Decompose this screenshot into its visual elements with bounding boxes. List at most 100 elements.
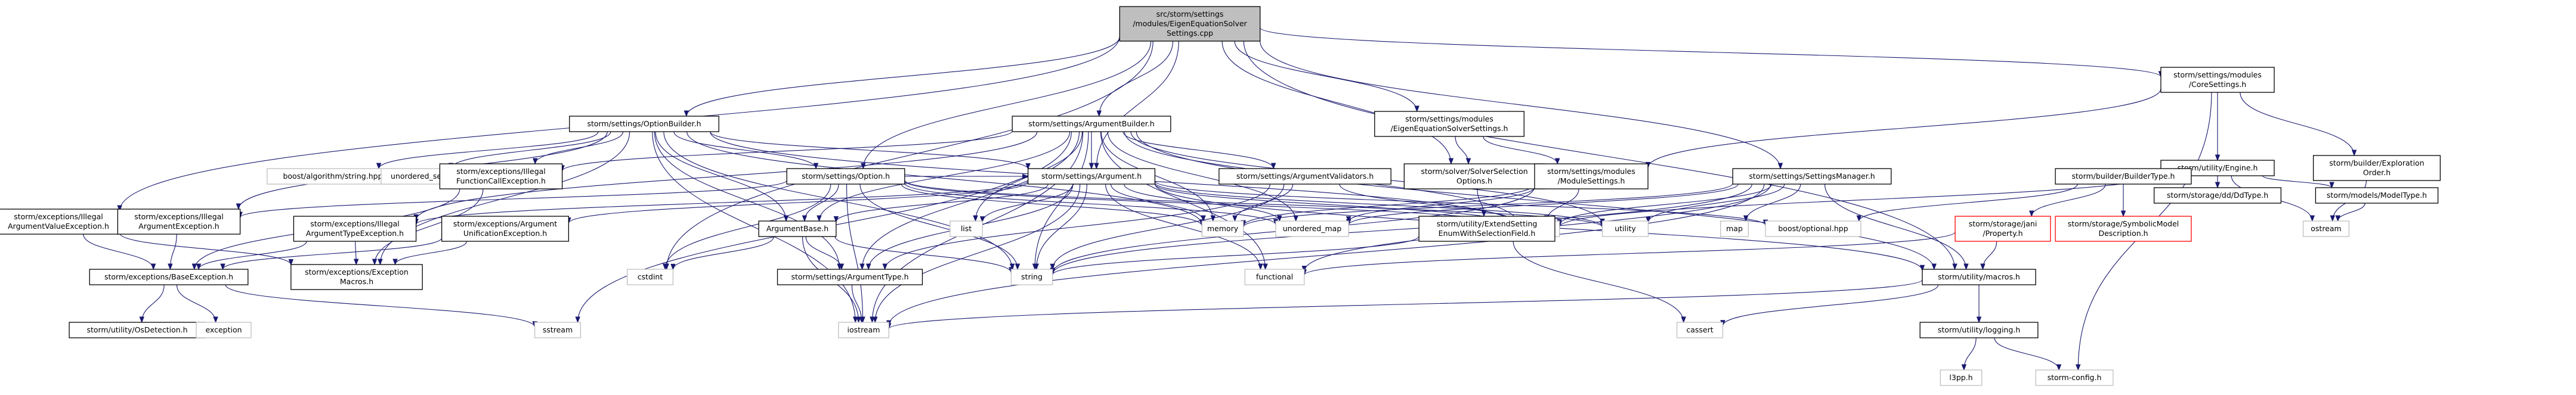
edge-line <box>1154 182 1603 227</box>
edge-line <box>1260 27 2161 77</box>
node-label: UnificationException.h <box>463 229 547 238</box>
node-optbuilder[interactable]: storm/settings/OptionBuilder.h <box>569 116 719 132</box>
node-argbuilder[interactable]: storm/settings/ArgumentBuilder.h <box>1012 116 1171 132</box>
node-box <box>2160 67 2275 93</box>
edge-arrowhead <box>1201 215 1206 222</box>
edge-line <box>176 284 217 323</box>
include-edge <box>2215 92 2221 161</box>
node-illegalargval[interactable]: storm/exceptions/IllegalArgumentValueExc… <box>0 209 120 235</box>
node-box <box>293 216 417 242</box>
node-box <box>1012 116 1171 132</box>
edge-line <box>374 188 484 265</box>
include-edge <box>861 41 1152 170</box>
node-label: storm/utility/ExtendSetting <box>1437 219 1538 228</box>
node-illegalfunc[interactable]: storm/exceptions/IllegalFunctionCallExce… <box>439 163 563 189</box>
edge-arrowhead <box>1258 263 1263 270</box>
edge-arrowhead <box>1976 316 1982 324</box>
node-macros[interactable]: storm/utility/macros.h <box>1922 269 2036 285</box>
edge-arrowhead <box>1777 163 1783 170</box>
edge-line <box>834 236 1012 273</box>
node-buildertype[interactable]: storm/builder/BuilderType.h <box>2055 168 2192 185</box>
include-edge <box>1824 183 1969 270</box>
edge-line <box>225 284 536 327</box>
edge-arrowhead <box>856 316 861 324</box>
include-edge <box>710 131 1031 170</box>
node-box <box>1201 220 1244 237</box>
node-label: cstdint <box>638 272 663 281</box>
node-logging[interactable]: storm/utility/logging.h <box>1919 322 2039 338</box>
edge-line <box>450 131 611 169</box>
include-edge <box>566 182 1029 224</box>
node-box <box>758 220 837 237</box>
edge-arrowhead <box>1096 110 1102 117</box>
node-label: storm/exceptions/Illegal <box>14 212 103 221</box>
edge-arrowhead <box>670 263 676 270</box>
edge-arrowhead <box>1025 163 1031 170</box>
node-box <box>2035 369 2114 386</box>
include-edge <box>1743 183 1801 222</box>
edge-line <box>2262 175 2333 188</box>
node-label: storm/settings/SettingsManager.h <box>1749 172 1875 181</box>
include-edge <box>664 41 1154 270</box>
node-argunif[interactable]: storm/exceptions/ArgumentUnificationExce… <box>441 216 570 242</box>
node-stormconfig: storm-config.h <box>2035 369 2114 386</box>
node-argbase[interactable]: ArgumentBase.h <box>758 220 837 237</box>
node-eigenh[interactable]: storm/settings/modules/EigenEquationSolv… <box>1374 111 1524 137</box>
node-option[interactable]: storm/settings/Option.h <box>786 168 905 185</box>
edge-arrowhead <box>1270 163 1276 170</box>
include-edge <box>225 284 537 328</box>
edge-line <box>1858 183 2078 222</box>
node-label: storm/settings/Option.h <box>802 172 890 181</box>
node-janiprop: storm/storage/jani/Property.h <box>1955 216 2051 242</box>
edge-line <box>83 234 154 270</box>
edge-arrowhead <box>1050 263 1055 270</box>
node-modeltype[interactable]: storm/models/ModelType.h <box>2315 187 2439 204</box>
edge-arrowhead <box>1681 316 1686 324</box>
include-edge <box>376 131 599 170</box>
node-box <box>1601 220 1649 237</box>
node-illegalargtype[interactable]: storm/exceptions/IllegalArgumentTypeExce… <box>293 216 417 242</box>
include-edge <box>196 241 307 270</box>
edge-line <box>888 183 1765 326</box>
edge-arrowhead <box>1034 263 1039 270</box>
node-cstdint: cstdint <box>626 269 674 285</box>
edge-line <box>1052 235 1420 275</box>
edge-arrowhead <box>1481 210 1487 217</box>
node-label: storm/utility/macros.h <box>1938 272 2020 281</box>
include-edge <box>904 173 1029 179</box>
node-string: string <box>1010 269 1053 285</box>
node-extendsetting[interactable]: storm/utility/ExtendSettingEnumWithSelec… <box>1418 216 1556 242</box>
edge-arrowhead <box>2329 182 2334 189</box>
include-edge <box>83 234 156 270</box>
include-edge <box>2262 175 2334 189</box>
node-dddtype[interactable]: storm/storage/dd/DdType.h <box>2153 187 2282 204</box>
node-label: ArgumentBase.h <box>766 224 828 233</box>
node-baseexc[interactable]: storm/exceptions/BaseException.h <box>89 269 249 285</box>
node-modulesettings[interactable]: storm/settings/modules/ModuleSettings.h <box>1534 163 1649 189</box>
node-box <box>1027 168 1156 185</box>
edge-arrowhead <box>117 205 122 212</box>
node-argvalidators[interactable]: storm/settings/ArgumentValidators.h <box>1219 168 1391 185</box>
node-sstream: sstream <box>534 322 582 338</box>
node-unordered_map: unordered_map <box>1275 220 1349 237</box>
edge-arrowhead <box>865 263 871 270</box>
node-illegalargexc[interactable]: storm/exceptions/IllegalArgumentExceptio… <box>117 209 241 235</box>
node-argument[interactable]: storm/settings/Argument.h <box>1027 168 1156 185</box>
edge-arrowhead <box>1277 215 1282 222</box>
node-box <box>1119 6 1261 42</box>
node-label: storm/settings/modules <box>1547 167 1635 176</box>
node-settingsmanager[interactable]: storm/settings/SettingsManager.h <box>1732 168 1892 185</box>
include-edge <box>1221 41 1454 165</box>
node-argtype[interactable]: storm/settings/ArgumentType.h <box>777 269 923 285</box>
edge-arrowhead <box>833 216 839 223</box>
node-osdetect[interactable]: storm/utility/OsDetection.h <box>69 322 206 338</box>
node-core[interactable]: storm/settings/modules/CoreSettings.h <box>2160 67 2275 93</box>
node-label: storm/exceptions/Illegal <box>310 219 400 228</box>
node-label: Options.h <box>1456 176 1492 185</box>
node-label: src/storm/settings <box>1156 10 1224 18</box>
node-l3pp: l3pp.h <box>1940 369 1983 386</box>
include-edge <box>1094 41 1179 170</box>
